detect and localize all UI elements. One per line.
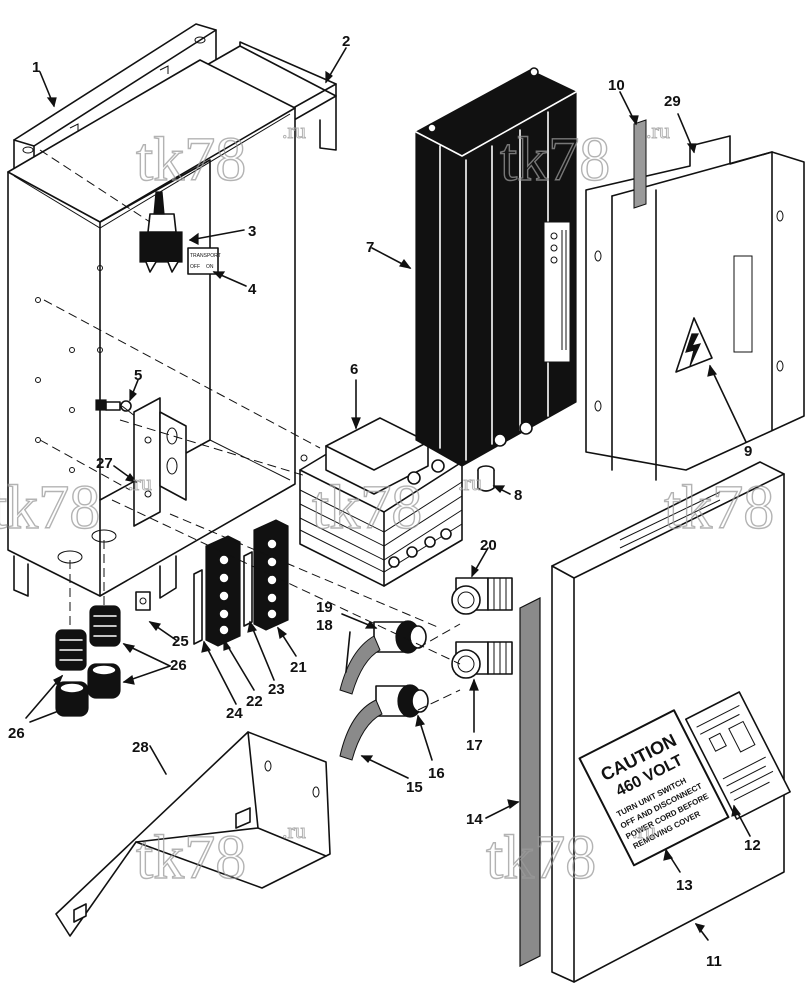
watermark-7: tk78 (486, 824, 596, 892)
callout-7: 7 (366, 239, 374, 256)
switch-label-plate: TRANSPORT OFF ON (187, 247, 221, 275)
callout-numbers: 1 2 3 4 5 6 7 8 9 10 11 12 13 14 15 16 1… (8, 33, 761, 970)
power-cable-18 (339, 635, 381, 695)
watermark-3: tk78 (0, 474, 100, 542)
callout-11: 11 (706, 953, 722, 970)
callout-10: 10 (608, 77, 625, 94)
watermark-6: tk78 (136, 824, 246, 892)
callout-8: 8 (514, 487, 522, 504)
callout-29: 29 (664, 93, 681, 110)
power-cable-15 (339, 699, 383, 761)
connector-17 (451, 641, 513, 679)
callout-19: 19 (316, 599, 333, 616)
callout-6: 6 (350, 361, 358, 378)
assembly-guide-lines (39, 149, 461, 711)
callout-13: 13 (676, 877, 693, 894)
callout-26-right: 26 (170, 657, 187, 674)
callout-23: 23 (268, 681, 285, 698)
marker-strip-24 (193, 569, 203, 645)
wiring-label (685, 691, 791, 820)
watermark-group: tk78 .ru tk78 .ru tk78 .ru tk78 .ru tk78… (0, 118, 775, 893)
callout-20: 20 (480, 537, 497, 554)
callout-15: 15 (406, 779, 423, 796)
watermark-1-suffix: .ru (282, 118, 306, 143)
callout-2: 2 (342, 33, 350, 50)
callout-25: 25 (172, 633, 189, 650)
callout-27: 27 (96, 455, 113, 472)
watermark-3-suffix: .ru (128, 470, 152, 495)
watermark-1: tk78 (136, 126, 246, 194)
watermark-6-suffix: .ru (282, 818, 306, 843)
toggle-switch (139, 191, 183, 273)
switch-label-on: ON (206, 264, 214, 270)
caution-label: CAUTION 460 VOLT TURN UNIT SWITCH OFF AN… (578, 709, 730, 867)
callout-18: 18 (316, 617, 333, 634)
callout-3: 3 (248, 223, 256, 240)
callout-17: 17 (466, 737, 483, 754)
cable-gland-left (55, 629, 89, 717)
callout-16: 16 (428, 765, 445, 782)
gasket-strip-top (633, 119, 647, 209)
callout-14: 14 (466, 811, 483, 828)
connector-16 (375, 684, 429, 718)
callout-24: 24 (226, 705, 243, 722)
watermark-7-suffix: .ru (632, 818, 656, 843)
callout-26-left: 26 (8, 725, 25, 742)
cable-gland-right (87, 605, 121, 699)
watermark-5: tk78 (664, 474, 774, 542)
callout-5: 5 (134, 367, 142, 384)
bushing (477, 465, 495, 492)
gasket-strip (519, 597, 541, 967)
terminal-block-22 (205, 535, 241, 647)
switch-label-title: TRANSPORT (190, 253, 221, 259)
connector-20 (451, 577, 513, 615)
callout-12: 12 (744, 837, 761, 854)
leader-lines (25, 47, 751, 941)
callout-9: 9 (744, 443, 752, 460)
watermark-2-suffix: .ru (646, 118, 670, 143)
callout-4: 4 (248, 281, 257, 298)
callout-1: 1 (32, 59, 40, 76)
callout-28: 28 (132, 739, 149, 756)
marker-strip-23 (243, 551, 253, 627)
cable-clamp (135, 591, 151, 611)
callout-21: 21 (290, 659, 307, 676)
watermark-2: tk78 (500, 126, 610, 194)
callout-22: 22 (246, 693, 263, 710)
switch-label-off: OFF (190, 264, 200, 270)
side-cover-panel (585, 135, 805, 481)
watermark-4: tk78 (312, 474, 422, 542)
transformer (299, 417, 463, 587)
watermark-4-suffix: .ru (458, 470, 482, 495)
support-bracket (55, 731, 331, 937)
power-module-heatsink (415, 67, 577, 467)
